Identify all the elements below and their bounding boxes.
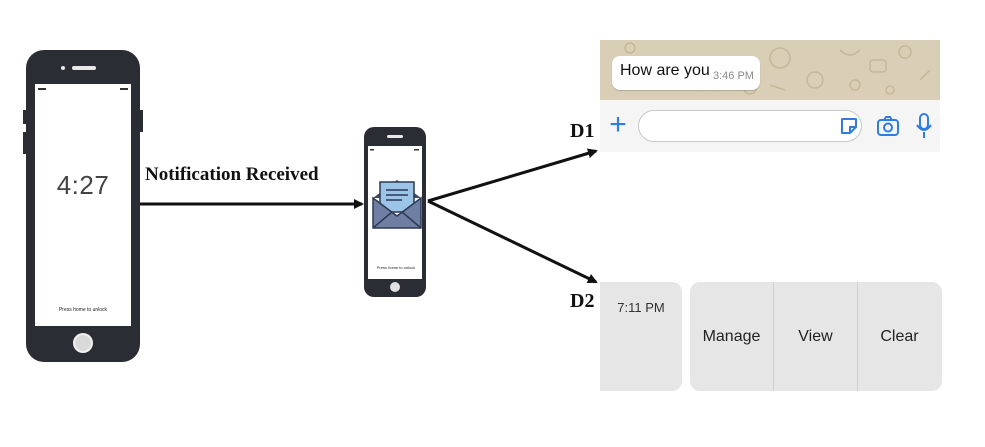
view-button[interactable]: View (798, 327, 833, 345)
small-phone-unlock-hint: Press home to unlock (376, 265, 416, 270)
camera-icon[interactable] (876, 114, 900, 138)
notification-card[interactable] (600, 282, 682, 391)
notification-actions: Manage View Clear (690, 282, 942, 391)
d1-label: D1 (570, 120, 595, 142)
message-time: 3:46 PM (713, 70, 754, 82)
action-divider (773, 282, 774, 391)
notification-received-label: Notification Received (145, 164, 319, 185)
message-bubble[interactable] (612, 56, 760, 90)
clear-button[interactable]: Clear (880, 327, 919, 345)
lock-screen-unlock-hint: Press home to unlock (58, 307, 108, 313)
large-phone-icon (23, 50, 143, 362)
lock-screen-time: 4:27 (56, 170, 110, 200)
d2-label: D2 (570, 290, 595, 312)
arrow-to-d1 (427, 148, 598, 203)
microphone-icon[interactable] (914, 112, 934, 140)
notification-time: 7:11 PM (617, 300, 665, 315)
action-divider (857, 282, 858, 391)
envelope-icon (372, 180, 422, 229)
sticker-icon[interactable] (838, 115, 860, 137)
message-text: How are you (620, 62, 710, 79)
manage-button[interactable]: Manage (702, 327, 761, 345)
add-attachment-button[interactable]: + (609, 108, 627, 141)
arrow-to-d2 (427, 199, 598, 284)
message-input[interactable] (638, 110, 862, 142)
